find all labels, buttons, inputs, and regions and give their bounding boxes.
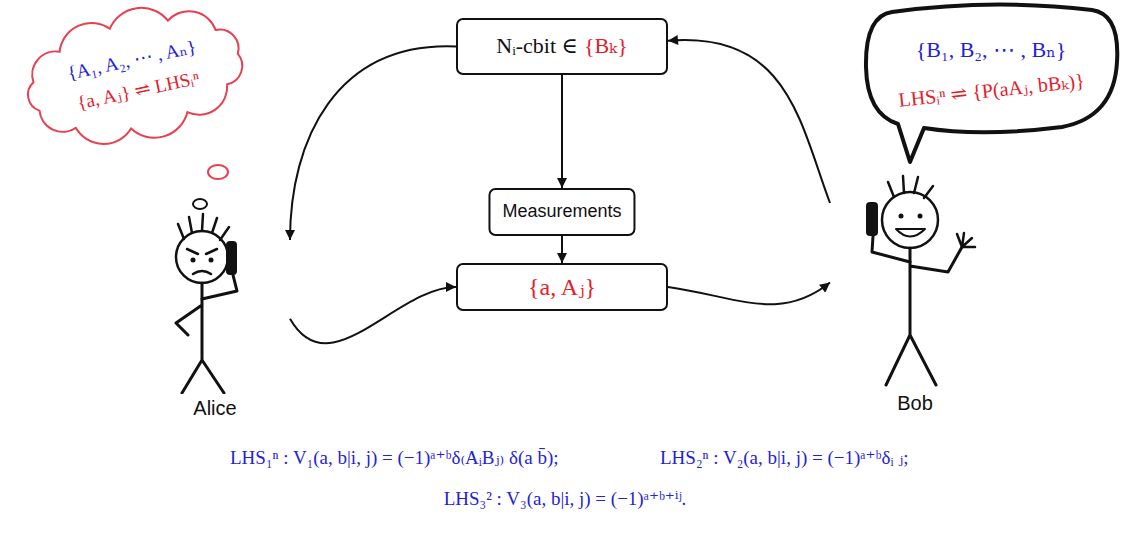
- formula-label: LHS₂ⁿ : V₂(a, b|i, j) = (−1)ᵃ⁺ᵇδᵢ ⱼ;: [660, 447, 909, 470]
- outline: [15, 0, 254, 162]
- stick-figure: [830, 150, 1000, 389]
- bob-figure: Bob: [830, 150, 1000, 415]
- node-text: LHSᵢⁿ ⇌ {P(aAⱼ, bBₖ)}: [897, 68, 1085, 111]
- thought-dot: [208, 165, 228, 179]
- text-column: {B₁, B₂, ⋯ , Bₙ} LHSᵢⁿ ⇌ {P(aAⱼ, bBₖ)}: [862, 2, 1120, 137]
- node-text: Measurements: [502, 201, 621, 223]
- outline: [866, 4, 1117, 162]
- node-text: {a, Aⱼ}: [528, 273, 596, 302]
- node-text: Bob: [830, 391, 1000, 415]
- process-box: {a, Aⱼ}: [456, 263, 668, 311]
- speech-bubble: {B₁, B₂, ⋯ , Bₙ} LHSᵢⁿ ⇌ {P(aAⱼ, bBₖ)}: [862, 2, 1120, 137]
- node-text: Nᵢ-cbit ∈: [496, 33, 578, 59]
- formula-label: LHS₁ⁿ : V₁(a, b|i, j) = (−1)ᵃ⁺ᵇδ₍AᵢBⱼ₎ δ…: [230, 447, 559, 470]
- flow-arrow: [561, 75, 563, 188]
- stick-figure: [140, 195, 290, 394]
- node-text: {Bₖ}: [584, 33, 628, 59]
- node-text: Alice: [140, 396, 290, 420]
- flow-arrow: [668, 283, 830, 305]
- formula-label: LHS₃² : V₃(a, b|i, j) = (−1)ᵃ⁺ᵇ⁺ⁱʲ.: [444, 488, 687, 511]
- text-column: {A₁, A₂, ⋯ , Aₙ}{a, Aⱼ} ⇌ LHSᵢⁿ: [0, 0, 271, 168]
- flow-arrow: [290, 46, 456, 240]
- flow-arrow: [561, 236, 563, 263]
- thought-bubble: {A₁, A₂, ⋯ , Aₙ}{a, Aⱼ} ⇌ LHSᵢⁿ: [0, 0, 271, 168]
- flow-arrow: [290, 287, 456, 343]
- process-box: Nᵢ-cbit ∈{Bₖ}: [456, 18, 668, 75]
- thought-dot: [193, 199, 207, 209]
- node-text: {B₁, B₂, ⋯ , Bₙ}: [916, 37, 1067, 63]
- process-box: Measurements: [488, 188, 635, 236]
- flow-arrow: [668, 40, 830, 203]
- alice-figure: Alice: [140, 195, 290, 420]
